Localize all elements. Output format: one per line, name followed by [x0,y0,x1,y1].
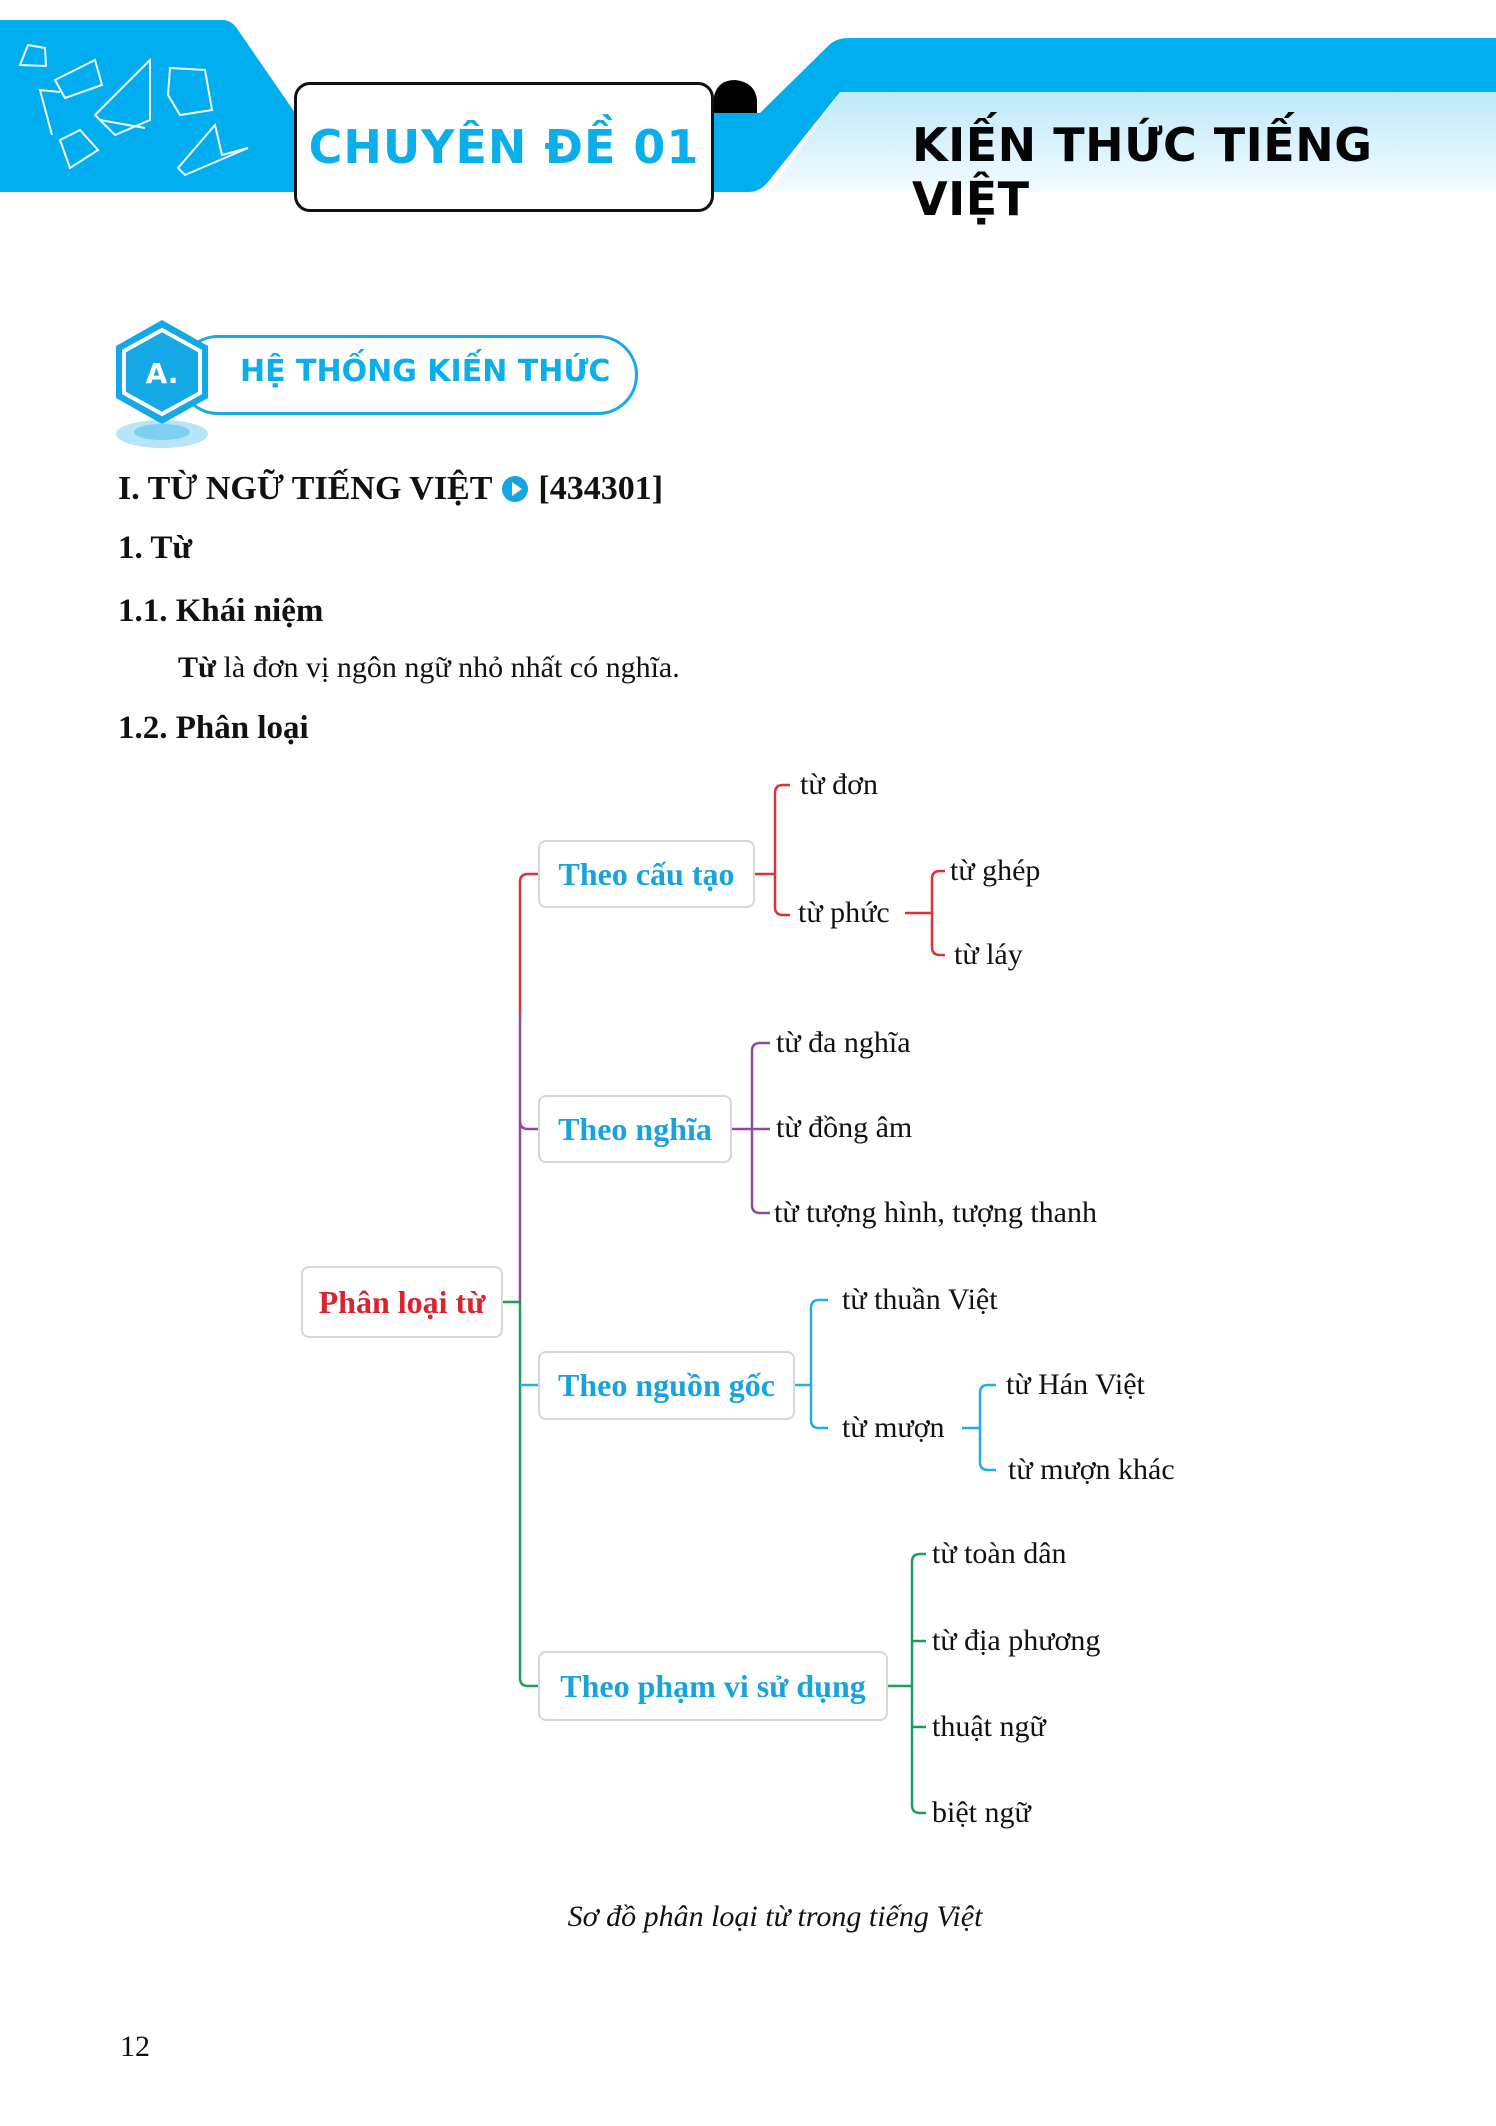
topic-title: KIẾN THỨC TIẾNG VIỆT [912,118,1373,226]
branch-theo-cau-tao: Theo cấu tạo [538,840,755,908]
play-video-icon[interactable] [502,476,529,502]
page-number: 12 [120,2030,150,2063]
leaf-tu-don: từ đơn [800,768,878,801]
leaf-tu-muon: từ mượn [842,1411,945,1444]
branch-theo-nguon-goc: Theo nguồn gốc [538,1351,795,1420]
leaf-tu-muon-khac: từ mượn khác [1008,1453,1175,1486]
branch-theo-nghia: Theo nghĩa [538,1095,732,1163]
leaf-tu-da-nghia: từ đa nghĩa [776,1026,911,1059]
heading-1-code: [434301] [538,470,664,507]
leaf-tu-lay: từ láy [954,938,1023,971]
leaf-thuat-ngu: thuật ngữ [932,1710,1046,1743]
leaf-tu-thuan-viet: từ thuần Việt [842,1283,998,1316]
branch-theo-pham-vi-su-dung: Theo phạm vi sử dụng [538,1651,888,1721]
definition-term: Từ [178,651,217,684]
leaf-tu-dong-am: từ đồng âm [776,1111,913,1144]
leaf-tu-phuc: từ phức [798,896,890,929]
leaf-tu-tuong-hinh-tuong-thanh: từ tượng hình, tượng thanh [774,1196,1097,1229]
section-title-pill [178,335,638,415]
leaf-biet-ngu: biệt ngữ [932,1796,1031,1829]
leaf-tu-dia-phuong: từ địa phương [932,1624,1101,1657]
leaf-tu-han-viet: từ Hán Việt [1006,1368,1145,1401]
header-banner [0,20,1496,192]
chapter-label: CHUYÊN ĐỀ 01 [308,120,700,174]
section-badge-letter: A. [146,357,179,390]
heading-1-text: I. TỪ NGỮ TIẾNG VIỆT [118,470,493,507]
diagram-caption: Sơ đồ phân loại từ trong tiếng Việt [567,1900,983,1933]
books-illustration-icon [18,43,249,177]
definition-text: là đơn vị ngôn ngữ nhỏ nhất có nghĩa. [216,651,680,684]
definition-paragraph: Từ là đơn vị ngôn ngữ nhỏ nhất có nghĩa. [178,651,680,685]
heading-khai-niem: 1.1. Khái niệm [118,593,324,629]
leaf-tu-ghep: từ ghép [950,854,1041,887]
heading-tu-ngu-tieng-viet: I. TỪ NGỮ TIẾNG VIỆT [434301] [118,470,663,508]
heading-tu: 1. Từ [118,530,193,566]
heading-phan-loai: 1.2. Phân loại [118,710,309,746]
section-title: HỆ THỐNG KIẾN THỨC [240,354,611,389]
diagram-root-node: Phân loại từ [301,1266,503,1338]
section-badge-hexagon-icon: A. [116,320,208,448]
chapter-label-card: CHUYÊN ĐỀ 01 [294,82,714,212]
leaf-tu-toan-dan: từ toàn dân [932,1537,1067,1570]
